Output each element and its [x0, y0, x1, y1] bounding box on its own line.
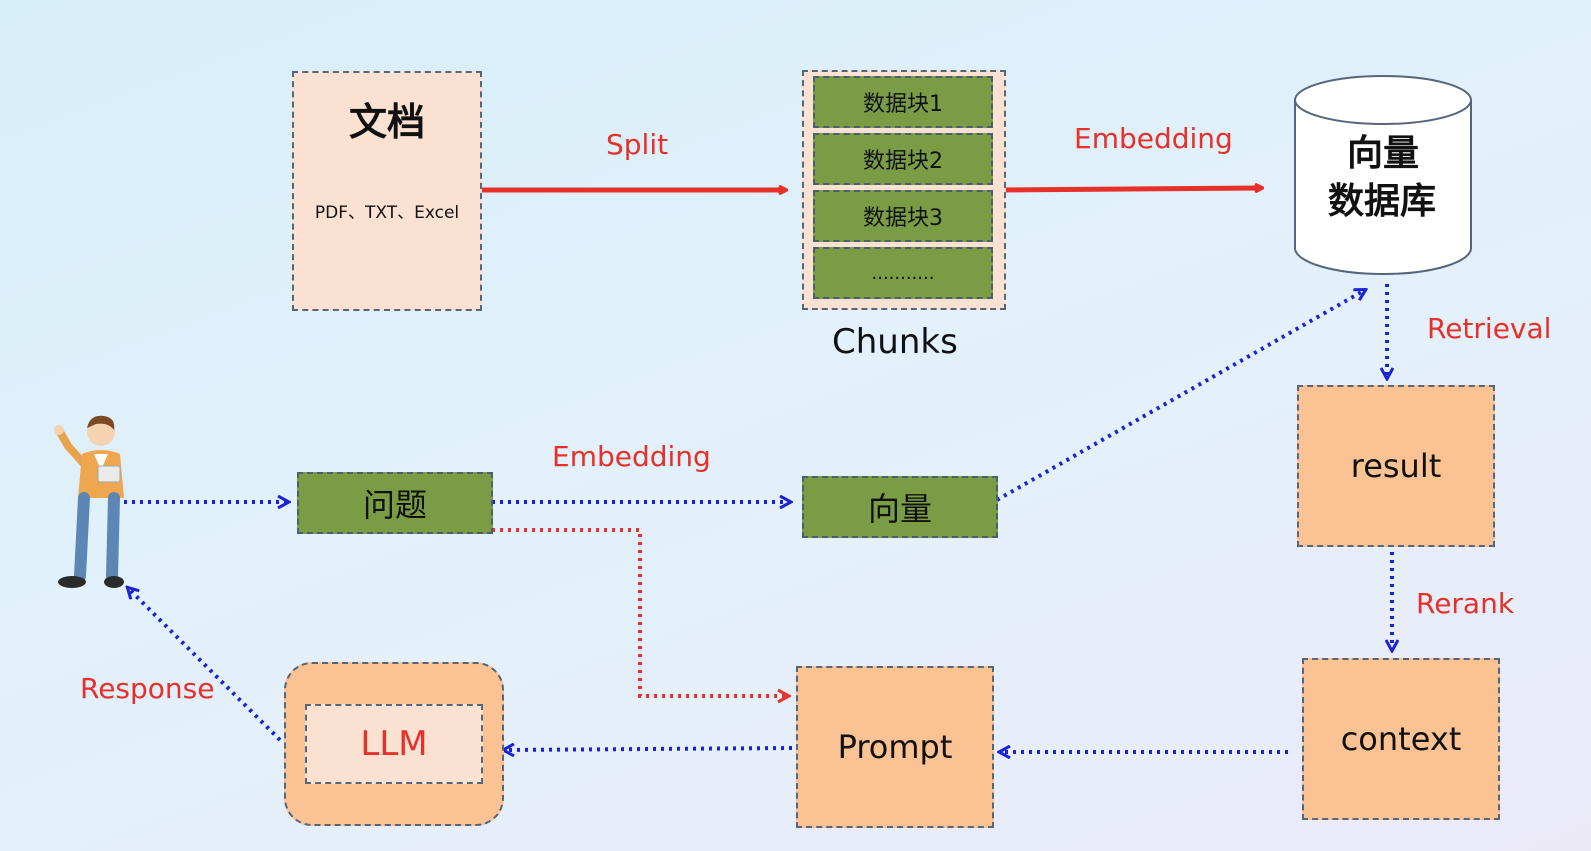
document-box: 文档 PDF、TXT、Excel: [292, 71, 482, 311]
embedding-mid-label: Embedding: [552, 440, 711, 473]
result-label: result: [1350, 447, 1442, 485]
vector-label: 向量: [867, 490, 932, 528]
question-label: 问题: [362, 486, 427, 524]
embedding-top-arrow: [992, 188, 1262, 190]
chunk-1: 数据块1: [813, 76, 993, 128]
chunk-3: 数据块3: [813, 190, 993, 242]
response-label: Response: [80, 672, 215, 705]
llm-label: LLM: [360, 724, 428, 764]
prompt-box: Prompt: [796, 666, 994, 828]
split-label: Split: [606, 128, 669, 161]
question-to-prompt-arrow: [492, 528, 788, 696]
vector-db-label-1: 向量: [1347, 133, 1420, 174]
document-subtitle: PDF、TXT、Excel: [314, 203, 460, 223]
context-box: context: [1302, 658, 1500, 820]
chunks-container: 数据块1 数据块2 数据块3 ...........: [802, 70, 1006, 310]
llm-outer-box: LLM: [284, 662, 504, 826]
prompt-to-llm-arrow: [504, 748, 793, 750]
embedding-top-label: Embedding: [1074, 122, 1233, 155]
chunk-more-label: ...........: [871, 262, 935, 284]
result-box: result: [1297, 385, 1495, 547]
chunks-caption: Chunks: [832, 322, 958, 362]
question-box: 问题: [297, 472, 493, 534]
rerank-label: Rerank: [1416, 587, 1515, 620]
retrieval-label: Retrieval: [1427, 312, 1552, 345]
vector-box: 向量: [802, 476, 998, 538]
vector-to-db-arrow: [996, 290, 1365, 502]
context-label: context: [1340, 720, 1462, 758]
llm-inner-box: LLM: [305, 704, 483, 784]
chunk-2: 数据块2: [813, 133, 993, 185]
chunk-2-label: 数据块2: [863, 149, 943, 174]
user-icon: [54, 415, 124, 588]
response-arrow: [128, 588, 282, 742]
vector-db-label-2: 数据库: [1328, 181, 1437, 222]
chunk-1-label: 数据块1: [863, 92, 943, 117]
chunk-3-label: 数据块3: [863, 206, 943, 231]
document-title: 文档: [348, 100, 425, 144]
chunk-more: ...........: [813, 247, 993, 299]
prompt-label: Prompt: [837, 728, 953, 766]
